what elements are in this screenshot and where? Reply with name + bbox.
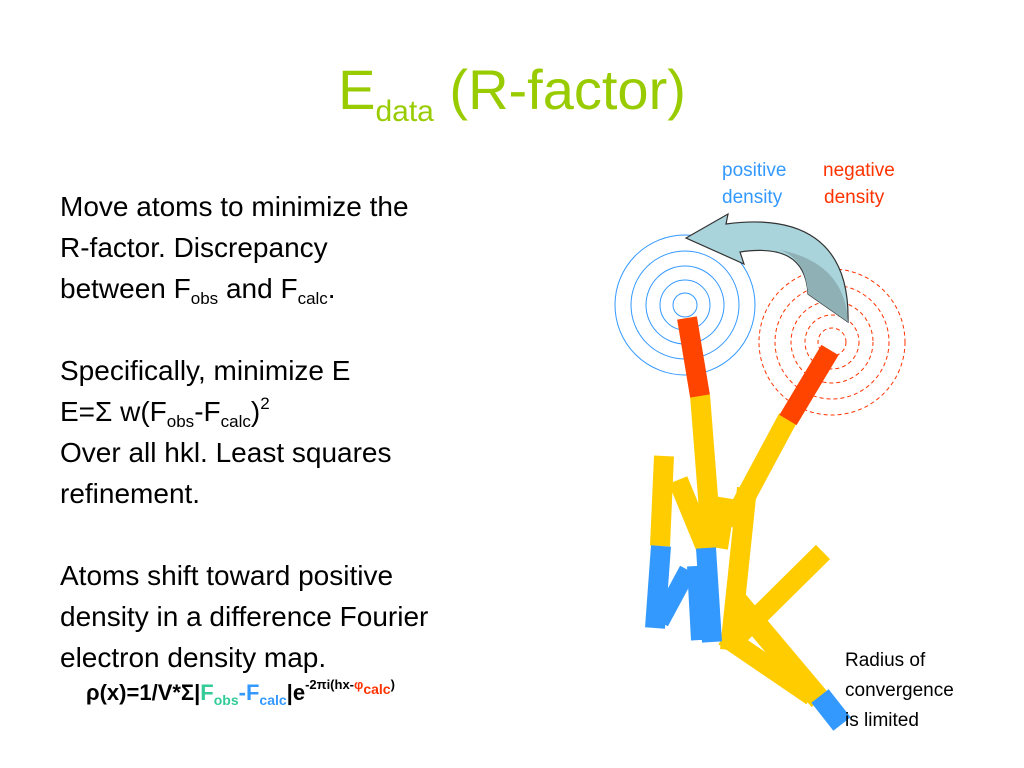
formula-fcalc-subscript: calc [259,692,287,708]
formula-dash: - [238,680,246,705]
eq-square: 2 [260,394,270,413]
bond-yellow [650,455,674,547]
para1-line3-post: . [327,273,336,304]
bond-yellow [668,476,716,552]
formula-exp: |e [286,680,306,705]
molecule-model [645,316,851,731]
bond-red [779,344,839,426]
para3-line1: Atoms shift toward positive [60,560,394,591]
title-subscript: data [375,95,434,128]
formula-exponent: -2πi(hx-φcalc) [305,677,395,696]
exponent-pre: -2πi(hx- [305,677,355,692]
shift-arrow-icon [684,212,849,324]
convergence-label-line3: is limited [845,710,919,731]
fourier-formula: ρ(x)=1/V*Σ|Fobs-Fcalc|e-2πi(hx-φcalc) [86,677,395,708]
bond-blue [696,547,722,643]
para3-line3: electron density map. [60,642,327,673]
formula-fobs-subscript: obs [213,692,239,708]
energy-equation: E=Σ w(Fobs-Fcalc)2 [60,391,530,432]
para3-line2: density in a difference Fourier [60,601,429,632]
para1-line3-pre: between F [60,273,191,304]
negative-contour [804,314,860,370]
negative-density-label: negative density [823,157,895,211]
bond-yellow [720,486,757,652]
para1-line3: between Fobs and Fcalc. [60,268,530,309]
positive-contour [672,292,698,318]
eq-post: ) [250,396,261,427]
eq-calc-subscript: calc [220,412,251,431]
body-text: Move atoms to minimize the R-factor. Dis… [60,186,530,678]
fcalc-subscript: calc [297,289,328,308]
bond-yellow [718,627,818,705]
fobs-subscript: obs [190,289,219,308]
bond-blue [811,689,851,731]
para2-line1: Specifically, minimize E [60,355,351,386]
title-main: E [338,58,376,121]
para1-line1: Move atoms to minimize the [60,191,409,222]
formula-fobs: F [200,680,214,705]
negative-contour [790,300,874,384]
exponent-phi: φ [354,677,364,692]
bond-yellow [690,394,722,549]
para1-line3-mid: and F [218,273,298,304]
convergence-label-line2: convergence [845,680,954,701]
positive-label-line1: positive [722,160,787,181]
bond-blue [687,565,709,641]
convergence-label-line1: Radius of [845,650,926,671]
para2-line3: Over all hkl. Least squares [60,437,392,468]
positive-contour [614,234,756,376]
para1-line2: R-factor. Discrepancy [60,232,328,263]
title-rest: (R-factor) [449,58,686,121]
bond-blue [652,565,696,627]
positive-density-label: positive density [722,157,786,211]
bond-yellow [708,496,736,550]
eq-mid: -F [194,396,221,427]
exponent-post: ) [390,677,395,692]
positive-label-line2: density [722,187,783,208]
formula-rho: ρ(x)=1/V*Σ| [86,680,201,705]
negative-label-line2: density [824,187,885,208]
para2-line4: refinement. [60,478,201,509]
eq-pre: E=Σ w(F [60,396,167,427]
negative-label-line1: negative [823,160,895,181]
slide-title: Edata (R-factor) [0,62,1024,127]
bond-red [677,316,710,398]
eq-obs-subscript: obs [166,412,195,431]
formula-fcalc: F [245,680,260,705]
convergence-label: Radius of convergence is limited [845,646,954,736]
exponent-phi-subscript: calc [363,681,391,697]
